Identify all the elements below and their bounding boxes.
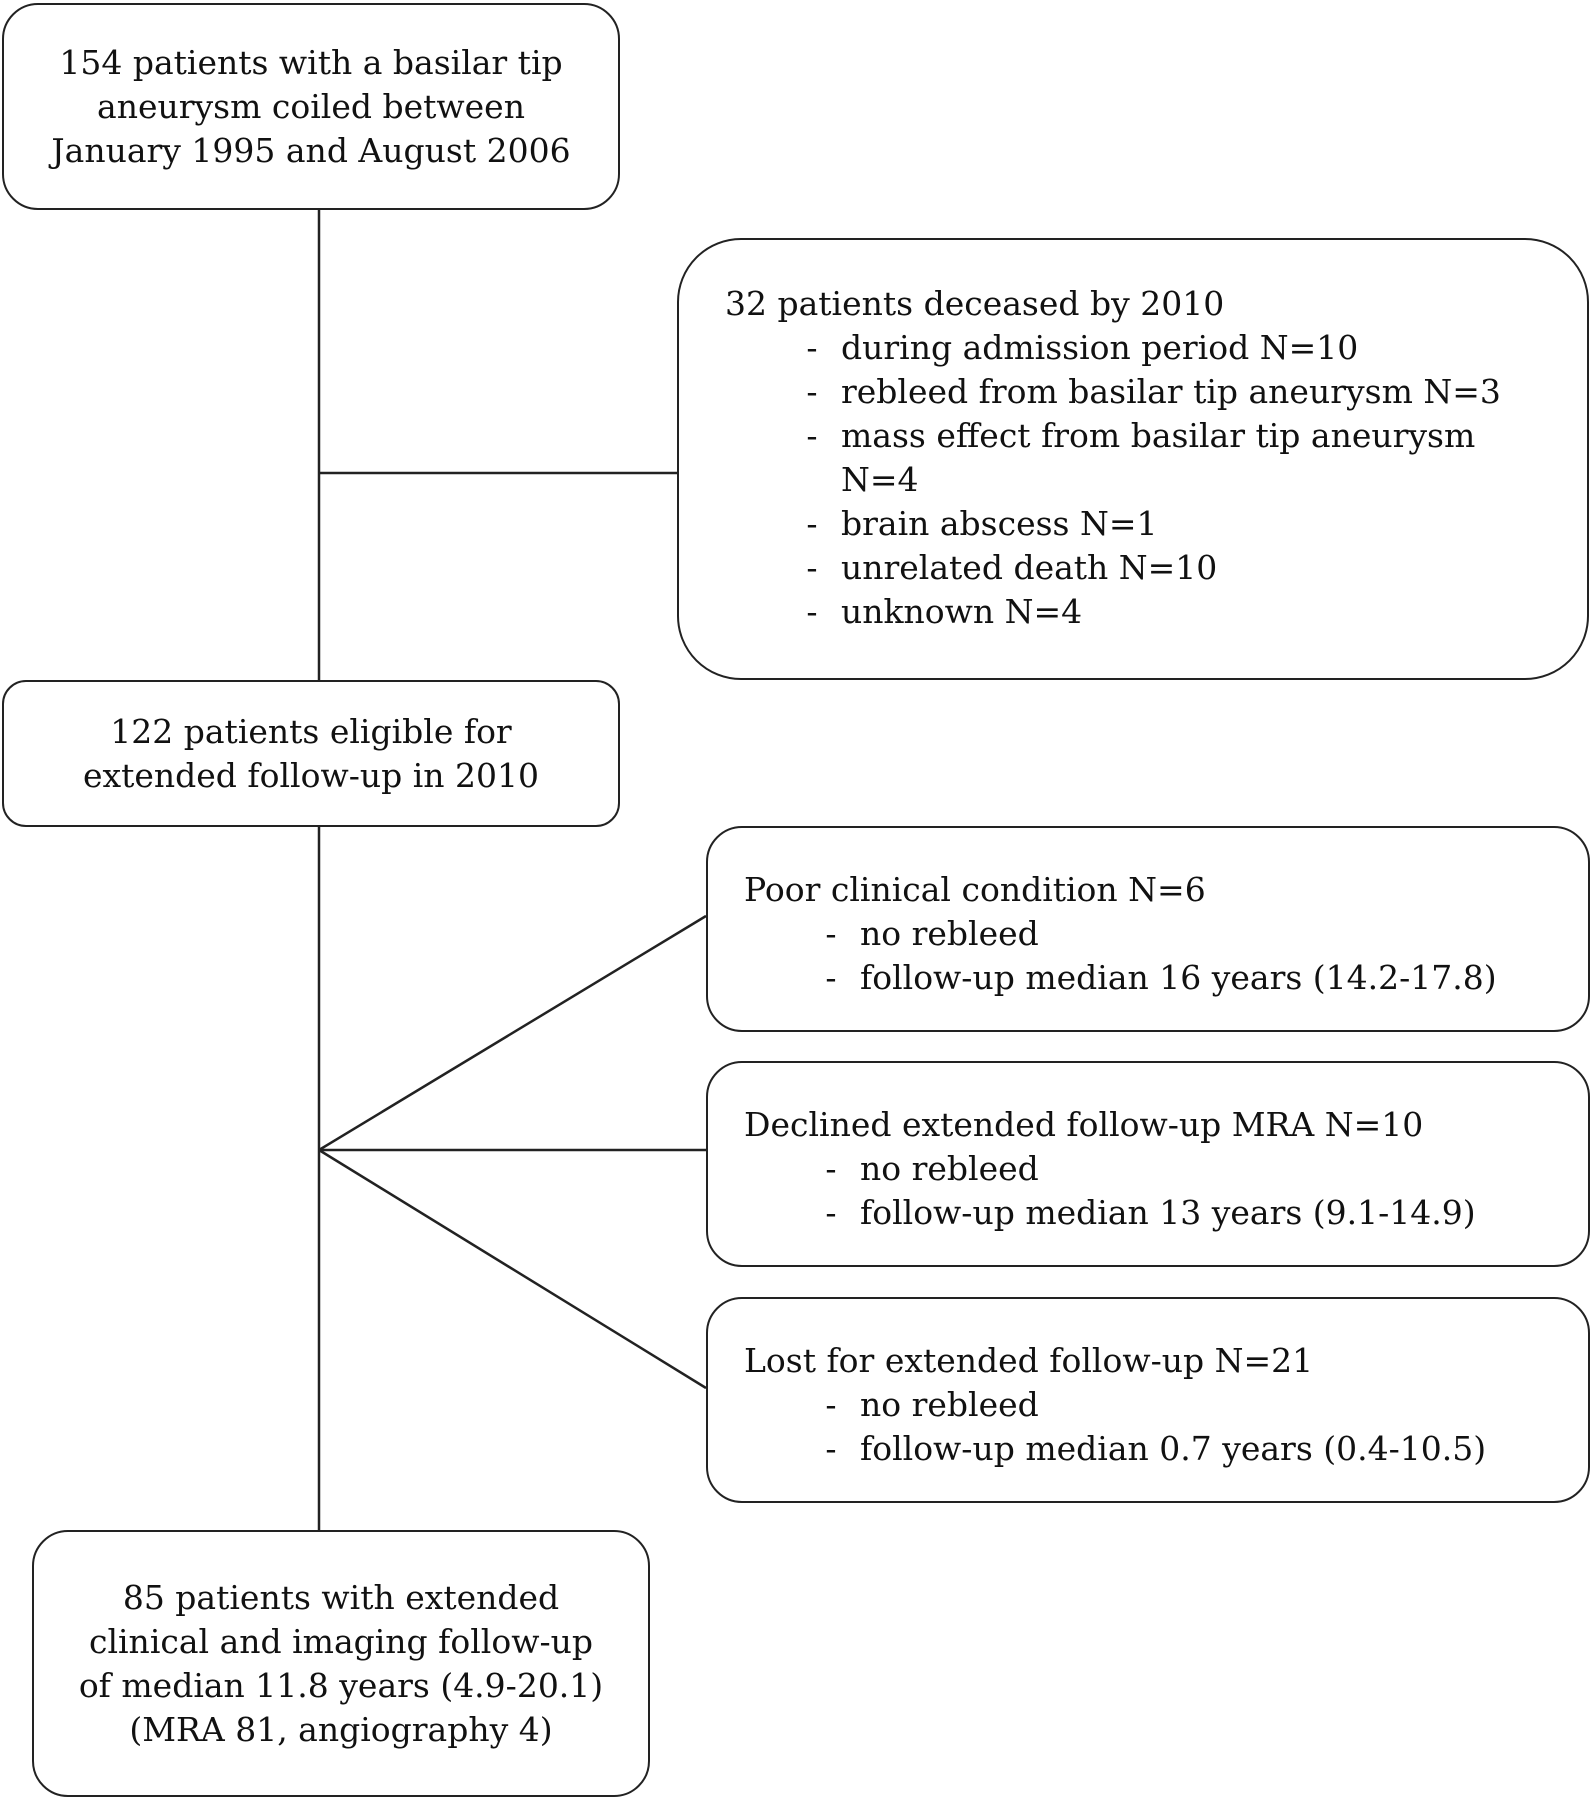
- deceased-box: 32 patients deceased by 2010 - during ad…: [677, 238, 1589, 680]
- branch-line-lost: [318, 1148, 707, 1390]
- bullet-dash-icon: -: [825, 1193, 837, 1232]
- lost-list: - no rebleed - follow-up median 0.7 year…: [802, 1383, 1588, 1471]
- poor-condition-item: no rebleed: [860, 914, 1039, 953]
- eligible-box: 122 patients eligible for extended follo…: [2, 680, 620, 827]
- deceased-item: brain abscess N=1: [841, 504, 1158, 543]
- eligible-line: 122 patients eligible for: [110, 711, 512, 751]
- final-line: 85 patients with extended: [122, 1577, 560, 1617]
- start-line: 154 patients with a basilar tip: [59, 42, 563, 82]
- eligible-line: extended follow-up in 2010: [82, 755, 540, 795]
- bullet-dash-icon: -: [825, 1429, 837, 1468]
- deceased-item: mass effect from basilar tip aneurysm N=…: [841, 416, 1476, 499]
- declined-title: Declined extended follow-up MRA N=10: [744, 1105, 1424, 1144]
- list-item: - no rebleed: [802, 1147, 1588, 1191]
- deceased-item: unknown N=4: [841, 592, 1083, 631]
- bullet-dash-icon: -: [806, 416, 818, 455]
- final-box: 85 patients with extended clinical and i…: [32, 1530, 650, 1797]
- list-item: - unknown N=4: [783, 590, 1587, 634]
- deceased-item: rebleed from basilar tip aneurysm N=3: [841, 372, 1501, 411]
- final-line: (MRA 81, angiography 4): [129, 1709, 553, 1749]
- bullet-dash-icon: -: [825, 1149, 837, 1188]
- start-line: January 1995 and August 2006: [51, 130, 571, 170]
- lost-title: Lost for extended follow-up N=21: [744, 1341, 1314, 1380]
- lost-item: follow-up median 0.7 years (0.4-10.5): [860, 1429, 1487, 1468]
- lost-box: Lost for extended follow-up N=21 - no re…: [706, 1297, 1590, 1503]
- list-item: - follow-up median 0.7 years (0.4-10.5): [802, 1427, 1588, 1471]
- bullet-dash-icon: -: [806, 372, 818, 411]
- list-item: - rebleed from basilar tip aneurysm N=3: [783, 370, 1587, 414]
- list-item: - no rebleed: [802, 912, 1588, 956]
- list-item: - unrelated death N=10: [783, 546, 1587, 590]
- bullet-dash-icon: -: [806, 592, 818, 631]
- bullet-dash-icon: -: [825, 958, 837, 997]
- deceased-item: during admission period N=10: [841, 328, 1359, 367]
- bullet-dash-icon: -: [806, 504, 818, 543]
- branch-line-poor: [318, 914, 707, 1152]
- deceased-item: unrelated death N=10: [841, 548, 1218, 587]
- final-line: clinical and imaging follow-up: [88, 1621, 594, 1661]
- list-item: - brain abscess N=1: [783, 502, 1587, 546]
- deceased-list: - during admission period N=10 - rebleed…: [783, 326, 1587, 634]
- lost-item: no rebleed: [860, 1385, 1039, 1424]
- poor-condition-box: Poor clinical condition N=6 - no rebleed…: [706, 826, 1590, 1032]
- deceased-title: 32 patients deceased by 2010: [725, 284, 1225, 323]
- bullet-dash-icon: -: [825, 914, 837, 953]
- poor-condition-item: follow-up median 16 years (14.2-17.8): [860, 958, 1497, 997]
- declined-list: - no rebleed - follow-up median 13 years…: [802, 1147, 1588, 1235]
- bullet-dash-icon: -: [806, 548, 818, 587]
- declined-item: no rebleed: [860, 1149, 1039, 1188]
- declined-item: follow-up median 13 years (9.1-14.9): [860, 1193, 1476, 1232]
- bullet-dash-icon: -: [825, 1385, 837, 1424]
- declined-box: Declined extended follow-up MRA N=10 - n…: [706, 1061, 1590, 1267]
- list-item: - follow-up median 16 years (14.2-17.8): [802, 956, 1588, 1000]
- start-line: aneurysm coiled between: [97, 86, 525, 126]
- start-box: 154 patients with a basilar tip aneurysm…: [2, 3, 620, 210]
- list-item: - follow-up median 13 years (9.1-14.9): [802, 1191, 1588, 1235]
- bullet-dash-icon: -: [806, 328, 818, 367]
- poor-condition-title: Poor clinical condition N=6: [744, 870, 1206, 909]
- list-item: - during admission period N=10: [783, 326, 1587, 370]
- list-item: - no rebleed: [802, 1383, 1588, 1427]
- list-item: - mass effect from basilar tip aneurysm …: [783, 414, 1587, 502]
- final-line: of median 11.8 years (4.9-20.1): [78, 1665, 604, 1705]
- poor-condition-list: - no rebleed - follow-up median 16 years…: [802, 912, 1588, 1000]
